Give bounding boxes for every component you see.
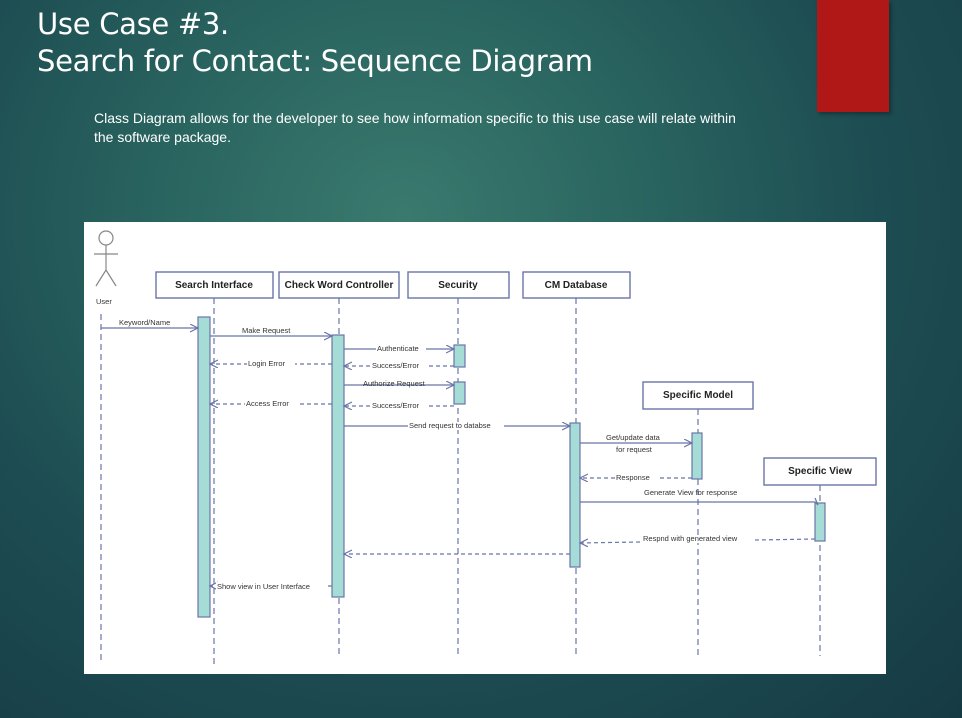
- activation-security-1: [453, 344, 466, 368]
- activation-bars: [197, 316, 826, 618]
- participant-search-interface: Search Interface: [155, 271, 274, 299]
- user-actor: User: [94, 230, 118, 306]
- lifelines: [100, 298, 821, 664]
- label-success-error-1: Success/Error: [372, 361, 420, 370]
- label-get-update-data: Get/update data: [606, 433, 661, 442]
- label-keyword-name: Keyword/Name: [119, 318, 170, 327]
- label-respond-generated-view: Respnd with generated view: [643, 534, 738, 543]
- participant-security: Security: [407, 271, 510, 299]
- participant-label-specific-view: Specific View: [788, 466, 852, 477]
- activation-security-2: [453, 381, 466, 405]
- slide-description: Class Diagram allows for the developer t…: [94, 110, 736, 145]
- activation-specific-model: [691, 432, 703, 480]
- label-send-request: Send request to databse: [409, 421, 491, 430]
- label-authorize-request: Authorize Request: [363, 379, 426, 388]
- participant-check-word-controller: Check Word Controller: [278, 271, 400, 299]
- participant-label-specific-model: Specific Model: [663, 390, 733, 401]
- label-success-error-2: Success/Error: [372, 401, 420, 410]
- sequence-diagram: User Search Interface Check Word Control…: [84, 222, 886, 674]
- participant-cm-database: CM Database: [522, 271, 631, 299]
- label-response: Response: [616, 473, 650, 482]
- label-get-update-data-2: for request: [616, 445, 653, 454]
- participant-label-security: Security: [438, 280, 478, 291]
- participant-label-check-word-controller: Check Word Controller: [285, 280, 394, 291]
- message-labels: Keyword/Name Make Request Authenticate S…: [118, 318, 754, 591]
- message-generate-view-line: [580, 501, 819, 506]
- label-generate-view: Generate View for response: [644, 488, 737, 497]
- participant-label-search-interface: Search Interface: [175, 280, 253, 291]
- label-authenticate: Authenticate: [377, 344, 419, 353]
- message-generate-view-head: [814, 497, 819, 506]
- participant-label-cm-database: CM Database: [545, 280, 608, 291]
- label-show-view: Show view in User Interface: [217, 582, 310, 591]
- participant-specific-model: Specific Model: [642, 381, 754, 410]
- stick-figure-icon: [94, 230, 118, 287]
- activation-check-word-controller: [331, 334, 345, 598]
- activation-search-interface: [197, 316, 211, 618]
- participant-specific-view: Specific View: [763, 457, 877, 486]
- actor-label: User: [96, 297, 112, 306]
- label-access-error: Access Error: [246, 399, 289, 408]
- activation-specific-view: [814, 502, 826, 542]
- sequence-diagram-svg: User Search Interface Check Word Control…: [94, 230, 877, 664]
- red-accent-bar: [817, 0, 889, 112]
- title-line-2: Search for Contact: Sequence Diagram: [37, 44, 593, 78]
- title-line-1: Use Case #3.: [37, 7, 229, 41]
- label-login-error: Login Error: [248, 359, 286, 368]
- activation-cm-database: [569, 422, 581, 568]
- slide-title: Use Case #3. Search for Contact: Sequenc…: [37, 6, 593, 80]
- label-make-request: Make Request: [242, 326, 291, 335]
